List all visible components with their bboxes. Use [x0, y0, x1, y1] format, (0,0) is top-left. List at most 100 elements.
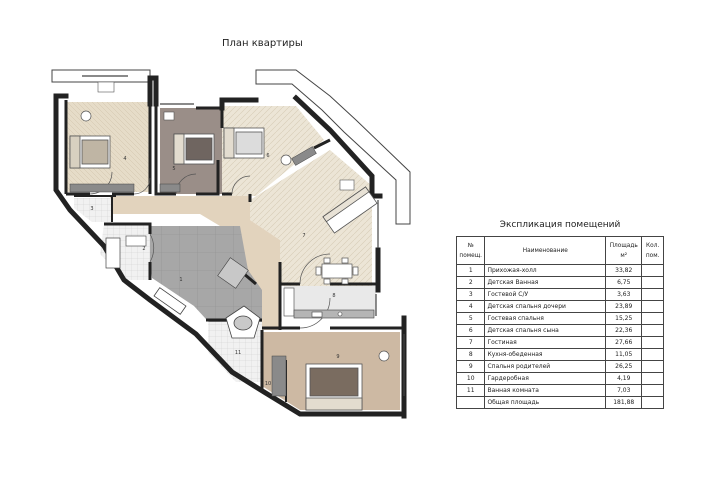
header-area: Площадь м²: [605, 236, 643, 265]
corridor-floor: [110, 196, 250, 226]
room-number-6: 6: [266, 153, 269, 159]
armchair-room-4: [80, 110, 92, 122]
row-qty: [641, 288, 664, 301]
total-label: Общая площадь: [484, 396, 607, 409]
row-qty: [641, 384, 664, 397]
row-number: 7: [455, 336, 486, 349]
floor-plan: 1 2 3 4 5 6 7 8 9 10 11: [51, 69, 411, 419]
row-qty: [641, 348, 664, 361]
row-number: 3: [455, 288, 486, 301]
row-qty: [641, 372, 664, 385]
row-qty: [641, 336, 664, 349]
row-area: 6,75: [605, 276, 643, 289]
bed-room-4: [69, 135, 111, 169]
row-name: Кухня-обеденная: [484, 348, 607, 361]
room-number-8: 8: [332, 293, 335, 299]
row-qty: [641, 264, 664, 277]
row-name: Гостевой С/У: [484, 288, 607, 301]
hall-beige-floor: [240, 220, 280, 330]
armchair-room-6: [280, 154, 292, 166]
hall-cabinet: [217, 257, 249, 289]
dining-table: [315, 257, 359, 285]
wardrobe-room-6: [291, 146, 317, 166]
armchair-room-9: [378, 350, 390, 362]
row-area: 23,89: [605, 300, 643, 313]
bench-hall: [153, 287, 187, 315]
bathtub: [225, 305, 261, 339]
desk-room-5: [163, 111, 175, 121]
kitchen-counter: [283, 287, 375, 319]
row-name: Детская спальня сына: [484, 324, 607, 337]
row-name: Детская спальня дочери: [484, 300, 607, 313]
wardrobe-room-5: [159, 183, 181, 193]
bed-room-5: [173, 133, 215, 165]
room-number-9: 9: [336, 354, 339, 360]
row-qty: [641, 276, 664, 289]
row-name: Гостиная: [484, 336, 607, 349]
room-number-1: 1: [179, 277, 182, 283]
header-qty: Кол. пом.: [641, 236, 664, 265]
room-number-4: 4: [123, 156, 126, 162]
room-number-11: 11: [235, 350, 241, 356]
total-num-cell: [455, 396, 486, 409]
row-area: 11,05: [605, 348, 643, 361]
row-area: 3,63: [605, 288, 643, 301]
plan-title: План квартиры: [222, 38, 303, 49]
rooms-table: № помещ. Наименование Площадь м² Кол. по…: [455, 236, 664, 409]
bed-room-6: [223, 127, 265, 159]
room-number-7: 7: [302, 233, 305, 239]
total-area: 181,88: [605, 396, 643, 409]
row-number: 2: [455, 276, 486, 289]
row-name: Детская Ванная: [484, 276, 607, 289]
row-area: 27,66: [605, 336, 643, 349]
table-header-row: № помещ. Наименование Площадь м² Кол. по…: [455, 236, 664, 265]
row-number: 8: [455, 348, 486, 361]
row-qty: [641, 360, 664, 373]
row-area: 7,03: [605, 384, 643, 397]
interior-walls: [64, 100, 404, 402]
row-qty: [641, 300, 664, 313]
row-name: Прихожая-холл: [484, 264, 607, 277]
wardrobe-room-4: [69, 183, 135, 193]
row-area: 15,25: [605, 312, 643, 325]
tub-room-2: [105, 237, 121, 269]
room-number-10: 10: [265, 381, 271, 387]
row-number: 5: [455, 312, 486, 325]
row-name: Спальня родителей: [484, 360, 607, 373]
explication: Экспликация помещений № помещ. Наименова…: [455, 220, 664, 409]
desk-room-4: [97, 81, 115, 93]
row-number: 11: [455, 384, 486, 397]
row-area: 4,19: [605, 372, 643, 385]
sofa: [322, 186, 378, 234]
wardrobe-room-10: [271, 355, 287, 397]
row-area: 33,82: [605, 264, 643, 277]
row-name: Ванная комната: [484, 384, 607, 397]
room-number-2: 2: [142, 246, 145, 252]
row-number: 10: [455, 372, 486, 385]
row-area: 26,25: [605, 360, 643, 373]
row-name: Гардеробная: [484, 372, 607, 385]
vanity-room-2: [125, 235, 147, 247]
row-number: 4: [455, 300, 486, 313]
coffee-table: [339, 179, 355, 191]
row-name: Гостевая спальня: [484, 312, 607, 325]
total-row: Общая площадь 181,88: [455, 396, 664, 409]
row-area: 22,36: [605, 324, 643, 337]
row-qty: [641, 324, 664, 337]
total-qty-cell: [641, 396, 664, 409]
bed-room-9: [305, 363, 363, 411]
header-number: № помещ.: [455, 236, 486, 265]
room-number-5: 5: [172, 166, 175, 172]
row-qty: [641, 312, 664, 325]
